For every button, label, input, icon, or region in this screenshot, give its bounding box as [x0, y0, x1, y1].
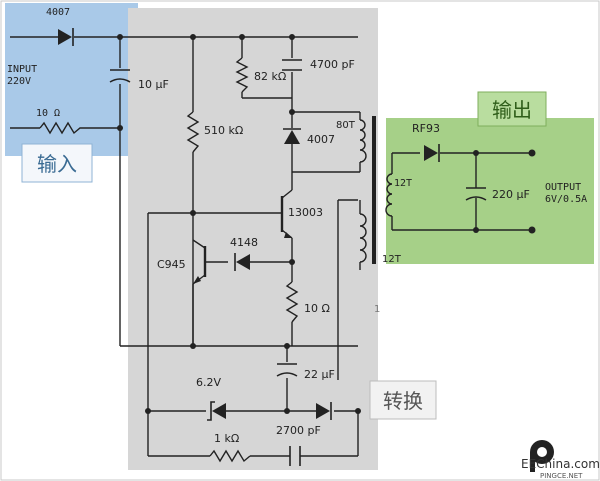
label-input-res: 10 Ω — [36, 108, 60, 119]
label-res-1k: 1 kΩ — [214, 432, 239, 445]
convert-label: 转换 — [383, 389, 423, 413]
label-res-510k: 510 kΩ — [204, 124, 243, 137]
input-label: 输入 — [37, 152, 77, 176]
diode-4007 — [283, 128, 301, 144]
label-output-coil: 12T — [394, 178, 412, 189]
label-cap-2700p: 2700 pF — [276, 424, 321, 437]
output-capacitor — [465, 187, 487, 201]
watermark-site: EEChina.com — [521, 457, 600, 471]
convert-label-box: 转换 — [369, 380, 437, 420]
label-output-line1: OUTPUT — [545, 182, 581, 193]
label-feedback-coil: 12T — [382, 254, 402, 265]
label-cap-22u: 22 μF — [304, 368, 335, 381]
output-coil — [385, 173, 393, 217]
label-output-diode: RF93 — [412, 122, 440, 135]
label-mark-1: 1 — [374, 304, 380, 315]
label-input-cap: 10 μF — [138, 78, 169, 91]
transformer-core — [372, 116, 376, 264]
output-diode — [424, 144, 440, 162]
capacitor-2700p — [289, 446, 301, 466]
capacitor-4700p — [282, 59, 302, 71]
transistor-c945-emitter-arrow — [193, 276, 201, 284]
label-transistor-13003: 13003 — [288, 206, 323, 219]
capacitor-22u — [276, 363, 298, 377]
resistor-82k — [235, 57, 249, 93]
watermark-brand: PINGCE.NET — [540, 472, 583, 480]
label-res-10: 10 Ω — [304, 302, 330, 315]
label-input-line1: INPUT — [7, 64, 37, 75]
transistor-13003-emitter-arrow — [284, 232, 292, 238]
input-label-box: 输入 — [21, 143, 93, 183]
resistor-10 — [285, 281, 299, 323]
output-label: 输出 — [492, 98, 532, 122]
input-capacitor — [109, 69, 131, 83]
resistor-510k — [186, 111, 200, 153]
converter-region — [128, 8, 378, 470]
input-resistor — [39, 121, 82, 135]
resistor-1k — [209, 449, 251, 463]
primary-coil — [359, 119, 367, 163]
zener-diode — [207, 401, 226, 421]
label-transistor-c945: C945 — [157, 258, 186, 271]
watermark: EEChina.com PINGCE.NET — [521, 440, 600, 480]
label-output-cap: 220 μF — [492, 188, 530, 201]
input-diode — [58, 28, 74, 46]
label-transformer-80t: 80T — [336, 120, 356, 131]
label-cap-4700p: 4700 pF — [310, 58, 355, 71]
label-input-line2: 220V — [7, 76, 31, 87]
output-region — [386, 118, 594, 264]
diode-4148 — [234, 253, 250, 271]
junction-dots — [117, 34, 536, 414]
label-diode-4007: 4007 — [307, 133, 335, 146]
label-diode-4148: 4148 — [230, 236, 258, 249]
label-input-diode: 4007 — [46, 7, 70, 18]
feedback-coil — [359, 213, 367, 263]
label-output-line2: 6V/0.5A — [545, 194, 587, 205]
wires — [10, 36, 532, 457]
label-res-82k: 82 kΩ — [254, 70, 286, 83]
output-label-box: 输出 — [477, 91, 547, 127]
lower-diode — [316, 402, 332, 420]
label-zener: 6.2V — [196, 376, 221, 389]
